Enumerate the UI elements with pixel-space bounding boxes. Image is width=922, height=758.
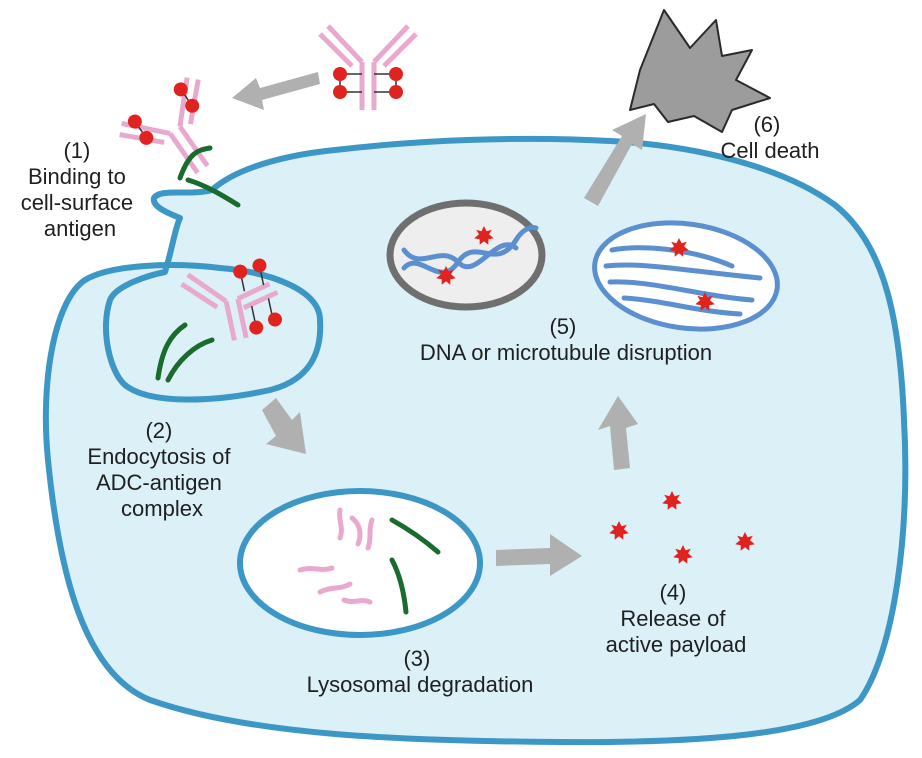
arrow-to-lysosome (262, 398, 306, 454)
dead-cell-icon (629, 9, 771, 133)
arrow-to-death (584, 114, 646, 206)
step3-line1: Lysosomal degradation (307, 672, 534, 697)
surface-antigen (177, 145, 241, 208)
bound-adc-antibody (119, 77, 210, 175)
degraded-antibody-fragments (297, 507, 375, 605)
step1-number: (1) (63, 138, 90, 163)
step1-line2: cell-surface (21, 190, 133, 215)
step2-line1: Endocytosis of (87, 444, 231, 469)
step2-line3: complex (121, 496, 203, 521)
step5-label: (5) DNA or microtubule disruption (420, 314, 712, 365)
microtubule-filaments (603, 245, 763, 317)
arrow-approach (232, 72, 320, 110)
internalized-adc (180, 258, 282, 341)
degraded-antigen-fragments (389, 517, 441, 615)
free-adc-antibody (318, 24, 418, 110)
step2-label: (2) Endocytosis of ADC-antigen complex (87, 418, 236, 521)
step4-label: (4) Release of active payload (606, 580, 747, 657)
step4-line2: active payload (606, 632, 747, 657)
step4-number: (4) (659, 580, 686, 605)
step1-label: (1) Binding to cell-surface antigen (21, 138, 140, 241)
internalized-antigen (155, 322, 215, 383)
step1-line3: antigen (44, 216, 116, 241)
arrow-to-target (598, 396, 638, 470)
step6-line1: Cell death (720, 138, 819, 163)
step6-number: (6) (753, 112, 780, 137)
step5-line1: DNA or microtubule disruption (420, 340, 712, 365)
step1-line1: Binding to (28, 164, 126, 189)
step3-label: (3) Lysosomal degradation (307, 646, 534, 697)
lysosome (237, 488, 483, 638)
arrow-to-payload (496, 534, 582, 576)
step5-number: (5) (549, 314, 576, 339)
step6-label: (6) Cell death (720, 112, 819, 163)
step2-line2: ADC-antigen (96, 470, 222, 495)
step2-number: (2) (145, 418, 172, 443)
dna-double-helix (401, 225, 539, 275)
step3-number: (3) (403, 646, 430, 671)
step4-line1: Release of (620, 606, 726, 631)
